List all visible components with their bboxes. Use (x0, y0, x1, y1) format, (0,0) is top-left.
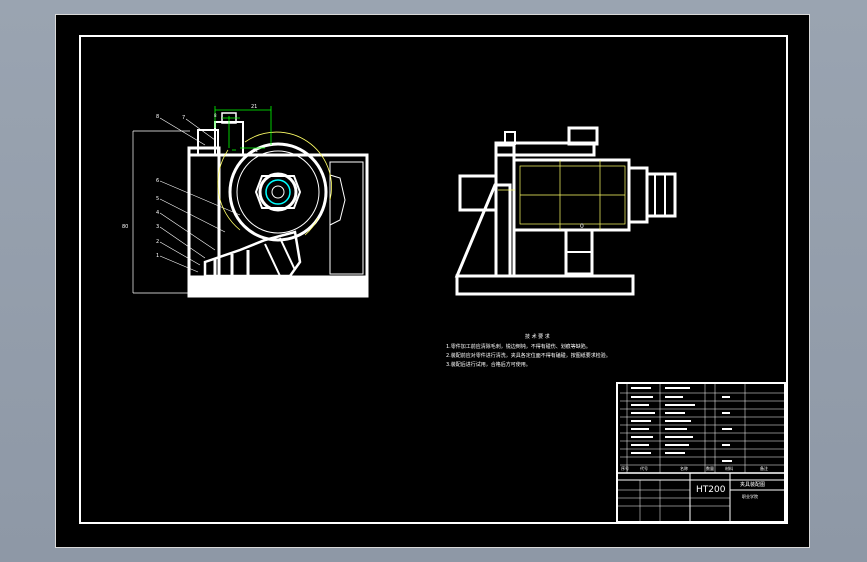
title-company: 职业学院 (742, 493, 758, 499)
title-block (616, 382, 786, 523)
cad-viewport[interactable] (55, 14, 810, 548)
title-drawing-name: 夹具装配图 (740, 481, 765, 488)
green-dimension (214, 106, 272, 151)
dim-top: 21 (251, 104, 257, 110)
notes-line-3: 3.装配后进行试用，合格后方可使用。 (446, 362, 531, 368)
svg-text:备注: 备注 (760, 465, 768, 471)
notes-line-1: 1.零件加工前应清除毛刺，锐边倒钝，不得有碰伤、划痕等缺陷。 (446, 344, 591, 350)
notes-line-2: 2.装配前应对零件进行清洗，夹具各定位面不得有磕碰，按图纸要求检验。 (446, 353, 611, 359)
yellow-arcs (217, 131, 332, 236)
balloon-6: 6 (156, 178, 159, 184)
front-view (132, 112, 369, 298)
svg-text:材料: 材料 (725, 465, 733, 471)
notes-title: 技 术 要 求 (525, 334, 550, 340)
balloon-labels: 8 7 6 5 4 3 2 1 (156, 114, 185, 259)
parts-list-text-marks (631, 387, 732, 462)
balloon-4: 4 (156, 210, 159, 216)
dim-side: 80 (122, 224, 128, 230)
title-header: 序号 代号 名称 数量 材料 备注 (621, 465, 768, 471)
balloon-7: 7 (182, 115, 185, 121)
balloon-5: 5 (156, 196, 159, 202)
balloon-1: 1 (156, 253, 159, 259)
side-hidden-lines (498, 160, 626, 230)
balloon-3: 3 (156, 224, 159, 230)
title-material: HT200 (696, 485, 726, 495)
drawing-border (79, 35, 788, 524)
balloon-2: 2 (156, 239, 159, 245)
svg-text:名称: 名称 (680, 465, 688, 471)
dim-sub-b: 12 (253, 148, 259, 153)
side-label: 0 (580, 223, 584, 230)
balloon-8: 8 (156, 114, 159, 120)
svg-text:序号: 序号 (621, 465, 629, 471)
side-view (454, 126, 677, 296)
svg-text:数量: 数量 (706, 465, 714, 471)
svg-text:代号: 代号 (640, 465, 648, 471)
dim-sub-a: 8 (214, 113, 217, 118)
